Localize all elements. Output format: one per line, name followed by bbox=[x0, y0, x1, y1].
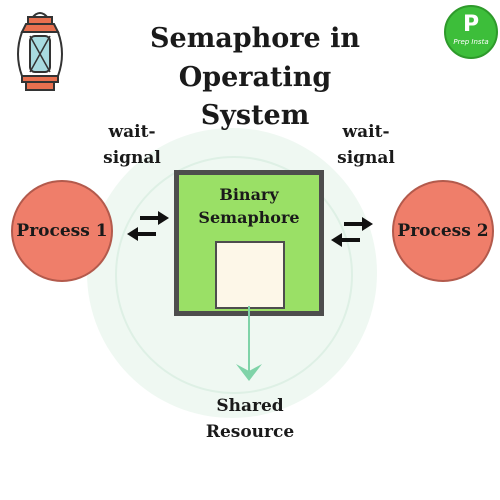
right-signal-label: wait- signal bbox=[326, 119, 406, 171]
left-signal-label: wait- signal bbox=[92, 119, 172, 171]
logo-subtitle: Prep Insta bbox=[453, 38, 489, 46]
resource-slot bbox=[215, 241, 285, 309]
binary-semaphore-label: Binary Semaphore bbox=[174, 183, 324, 229]
process-1-label: Process 1 bbox=[16, 221, 108, 241]
bidirectional-arrows-icon bbox=[331, 217, 373, 247]
shared-resource-label: Shared Resource bbox=[190, 393, 310, 445]
lantern-icon bbox=[17, 12, 63, 91]
shared-resource-line2: Resource bbox=[205, 422, 295, 442]
brand-logo: P Prep Insta bbox=[444, 5, 498, 59]
right-signal-line2: signal bbox=[337, 148, 395, 168]
process-1-node: Process 1 bbox=[11, 180, 113, 282]
semaphore-line1: Binary bbox=[219, 185, 279, 204]
watermark-ring bbox=[115, 156, 353, 394]
left-signal-line2: signal bbox=[103, 148, 161, 168]
bidirectional-arrows-icon bbox=[127, 211, 169, 241]
right-signal-line1: wait- bbox=[342, 122, 390, 142]
logo-letter: P bbox=[462, 12, 480, 37]
process-2-node: Process 2 bbox=[392, 180, 494, 282]
process-2-label: Process 2 bbox=[397, 221, 489, 241]
page-title-line2: Operating System bbox=[178, 62, 332, 131]
arrow-down-icon bbox=[236, 306, 262, 381]
left-signal-line1: wait- bbox=[108, 122, 156, 142]
page-title-line1: Semaphore in bbox=[150, 23, 360, 54]
semaphore-line2: Semaphore bbox=[198, 208, 300, 227]
shared-resource-line1: Shared bbox=[216, 396, 284, 416]
